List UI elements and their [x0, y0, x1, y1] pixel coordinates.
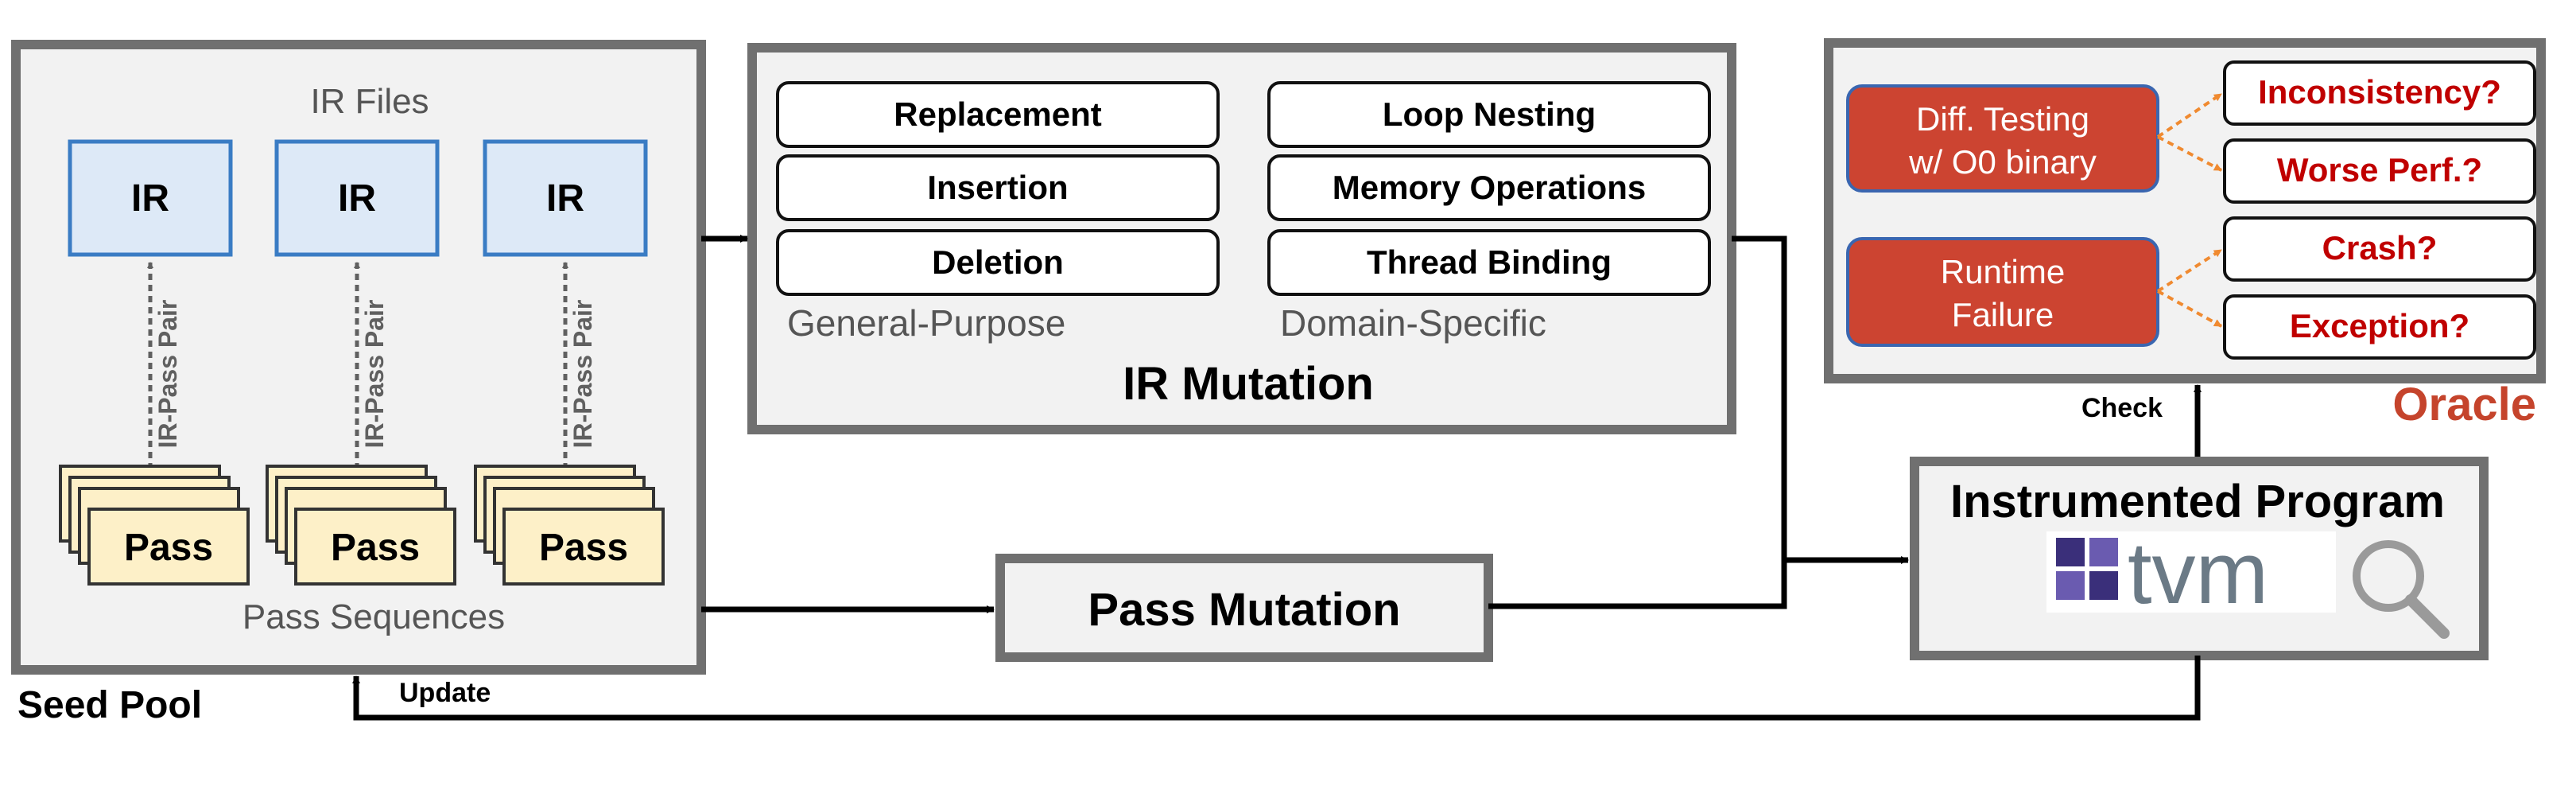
ir-pass-pair-1: IR IR-Pass Pair Pass [59, 139, 250, 586]
general-ops: Replacement Insertion Deletion [776, 81, 1220, 296]
magnifier-handle [2405, 594, 2450, 639]
pair-label: IR-Pass Pair [153, 300, 182, 449]
op-label: Insertion [927, 169, 1068, 206]
outcome-box-exception [2223, 294, 2536, 360]
tvm-logo-square [2056, 538, 2085, 566]
magnifier-icon [2353, 540, 2450, 639]
magnifier-lens [2353, 540, 2424, 612]
ir-box-label: IR [131, 177, 169, 220]
tvm-logo: tvm [2046, 524, 2336, 622]
op-label: Deletion [932, 243, 1064, 281]
op-box-deletion [776, 229, 1220, 296]
outcome-label: Inconsistency? [2258, 73, 2501, 111]
pass-box [294, 508, 456, 586]
op-box-loop-nesting [1267, 81, 1711, 148]
ir-mutation-title: IR Mutation [1123, 358, 1374, 410]
diff-testing-label-1: Diff. Testing [1916, 100, 2089, 138]
ir-box-label: IR [338, 177, 376, 220]
oracle-arrow [2157, 135, 2222, 172]
ir-pass-pair-3: IR IR-Pass Pair Pass [474, 139, 665, 586]
pass-mutation-title: Pass Mutation [1088, 584, 1400, 636]
pass-box-label: Pass [124, 527, 213, 569]
outcome-box-crash [2223, 216, 2536, 282]
pass-box [502, 508, 665, 586]
outcome-box-worse-perf [2223, 138, 2536, 204]
tvm-logo-square [2089, 538, 2118, 566]
tvm-logo-square [2056, 571, 2085, 600]
edge-pass-mutation-to-junction [1488, 560, 1787, 609]
pass-box [87, 508, 250, 586]
ir-files-label: IR Files [310, 82, 429, 121]
op-label: Loop Nesting [1383, 95, 1596, 133]
domain-ops: Loop Nesting Memory Operations Thread Bi… [1267, 81, 1711, 296]
tvm-logo-square [2089, 571, 2118, 600]
op-label: Thread Binding [1367, 243, 1612, 281]
runtime-failure-label-1: Runtime [1941, 253, 2065, 290]
pair-label: IR-Pass Pair [360, 300, 389, 449]
ir-box [274, 139, 440, 257]
ir-box-label: IR [546, 177, 584, 220]
ir-box [483, 139, 648, 257]
tvm-logo-text: tvm [2128, 524, 2268, 622]
check-label: Check [2081, 393, 2163, 423]
oracle-arrow [2157, 290, 2222, 328]
general-purpose-label: General-Purpose [787, 302, 1065, 344]
instrumented-program-title: Instrumented Program [1950, 476, 2445, 527]
edge-ir-mutation-to-junction [1732, 235, 1787, 560]
pass-box-label: Pass [539, 527, 628, 569]
op-box-insertion [776, 154, 1220, 221]
runtime-failure-label-2: Failure [1952, 296, 2054, 333]
outcome-label: Worse Perf.? [2277, 151, 2482, 189]
domain-specific-label: Domain-Specific [1280, 302, 1546, 344]
pair-label: IR-Pass Pair [568, 300, 597, 449]
oracle-arrow [2156, 92, 2223, 138]
edge-update [352, 656, 2201, 721]
op-box-memory-operations [1267, 154, 1711, 221]
outcome-label: Crash? [2322, 229, 2438, 267]
pass-sequences-label: Pass Sequences [242, 597, 505, 636]
diff-testing-label-2: w/ O0 binary [1908, 143, 2097, 181]
ir-box [68, 139, 233, 257]
outcome-label: Exception? [2290, 307, 2469, 344]
seed-pool-title: Seed Pool [17, 684, 202, 726]
op-box-replacement [776, 81, 1220, 148]
ir-pass-pair-2: IR IR-Pass Pair Pass [266, 139, 456, 586]
pass-box-label: Pass [331, 527, 420, 569]
op-box-thread-binding [1267, 229, 1711, 296]
op-label: Memory Operations [1333, 169, 1646, 206]
oracle-title: Oracle [2392, 379, 2536, 430]
update-label: Update [399, 678, 491, 708]
op-label: Replacement [894, 95, 1101, 133]
pass-mutation-panel [995, 554, 1493, 662]
outcome-box-inconsistency [2223, 60, 2536, 126]
oracle-arrow [2156, 248, 2223, 293]
